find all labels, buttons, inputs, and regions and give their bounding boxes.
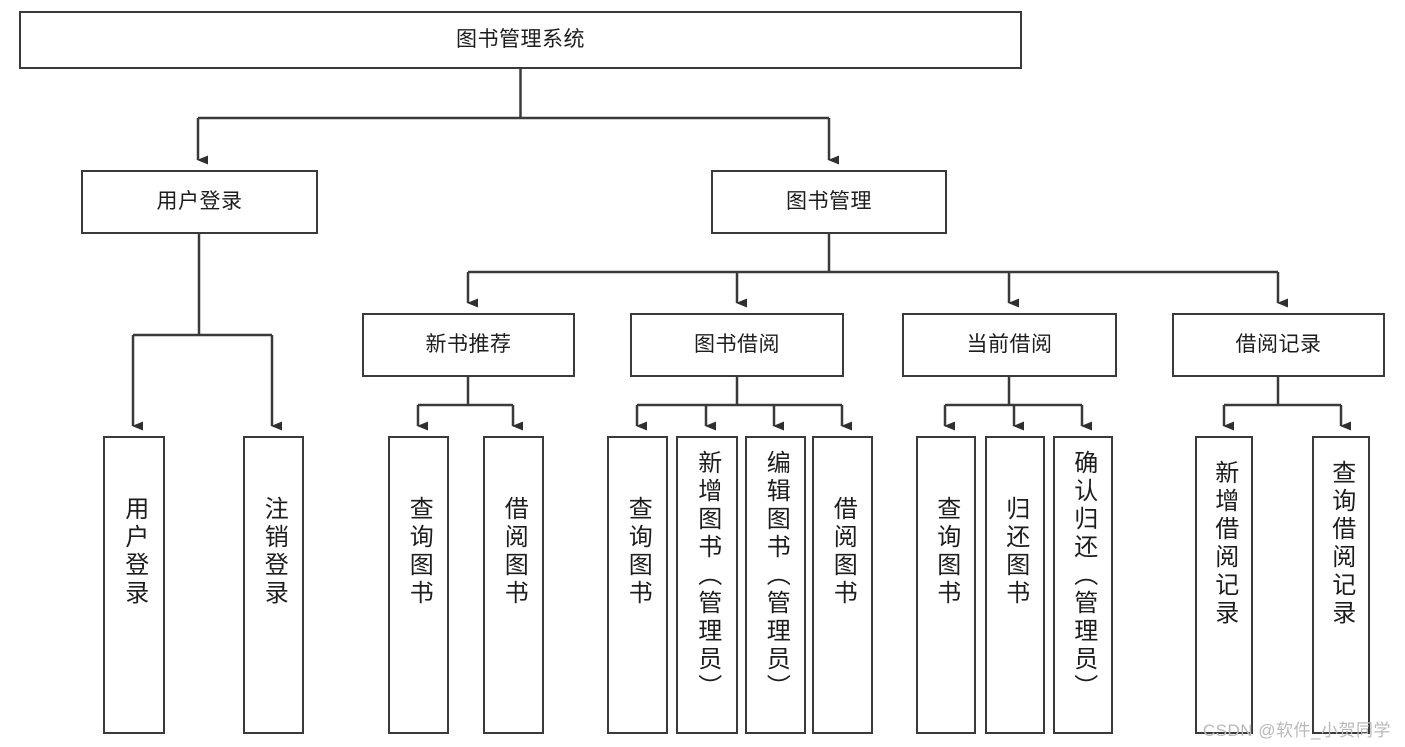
leaf-new-book-borrow-label: 借阅图书 — [500, 496, 528, 608]
leaf-user-login-signin[interactable]: 用户登录 — [103, 436, 165, 734]
leaf-borrow-record-add[interactable]: 新增借阅记录 — [1195, 436, 1253, 734]
leaf-book-borrow-add[interactable]: 新增图书（管理员） — [676, 436, 738, 734]
leaf-borrow-record-query[interactable]: 查询借阅记录 — [1312, 436, 1370, 734]
leaf-user-login-signin-label: 用户登录 — [120, 496, 148, 608]
node-user-login[interactable]: 用户登录 — [81, 170, 318, 234]
leaf-book-borrow-edit-label: 编辑图书（管理员） — [762, 450, 790, 702]
node-borrow-record[interactable]: 借阅记录 — [1172, 313, 1385, 377]
leaf-current-borrow-confirm[interactable]: 确认归还（管理员） — [1053, 436, 1113, 734]
leaf-user-login-signout-label: 注销登录 — [260, 496, 288, 608]
leaf-book-borrow-borrow-label: 借阅图书 — [829, 496, 857, 608]
leaf-book-borrow-add-label: 新增图书（管理员） — [693, 450, 721, 702]
node-book-management-label: 图书管理 — [786, 189, 872, 213]
leaf-book-borrow-query-label: 查询图书 — [624, 496, 652, 608]
node-user-login-label: 用户登录 — [156, 189, 243, 213]
node-new-book-recommend-label: 新书推荐 — [425, 332, 512, 356]
node-current-borrow[interactable]: 当前借阅 — [902, 313, 1117, 377]
node-borrow-record-label: 借阅记录 — [1235, 332, 1322, 356]
leaf-current-borrow-confirm-label: 确认归还（管理员） — [1069, 450, 1097, 702]
leaf-current-borrow-return-label: 归还图书 — [1001, 496, 1029, 608]
leaf-user-login-signout[interactable]: 注销登录 — [243, 436, 304, 734]
node-root-system[interactable]: 图书管理系统 — [19, 11, 1022, 69]
leaf-current-borrow-query[interactable]: 查询图书 — [916, 436, 976, 734]
node-book-borrow[interactable]: 图书借阅 — [630, 313, 844, 377]
node-root-system-label: 图书管理系统 — [456, 27, 585, 51]
leaf-new-book-query[interactable]: 查询图书 — [388, 436, 449, 734]
leaf-new-book-query-label: 查询图书 — [405, 496, 433, 608]
node-book-borrow-label: 图书借阅 — [694, 332, 780, 356]
node-book-management[interactable]: 图书管理 — [711, 170, 947, 234]
leaf-current-borrow-return[interactable]: 归还图书 — [985, 436, 1045, 734]
leaf-borrow-record-add-label: 新增借阅记录 — [1210, 460, 1238, 628]
leaf-book-borrow-query[interactable]: 查询图书 — [607, 436, 668, 734]
leaf-borrow-record-query-label: 查询借阅记录 — [1327, 460, 1355, 628]
node-new-book-recommend[interactable]: 新书推荐 — [362, 313, 575, 377]
leaf-book-borrow-edit[interactable]: 编辑图书（管理员） — [745, 436, 806, 734]
leaf-current-borrow-query-label: 查询图书 — [932, 496, 960, 608]
node-current-borrow-label: 当前借阅 — [966, 332, 1053, 356]
leaf-book-borrow-borrow[interactable]: 借阅图书 — [812, 436, 873, 734]
leaf-new-book-borrow[interactable]: 借阅图书 — [483, 436, 544, 734]
